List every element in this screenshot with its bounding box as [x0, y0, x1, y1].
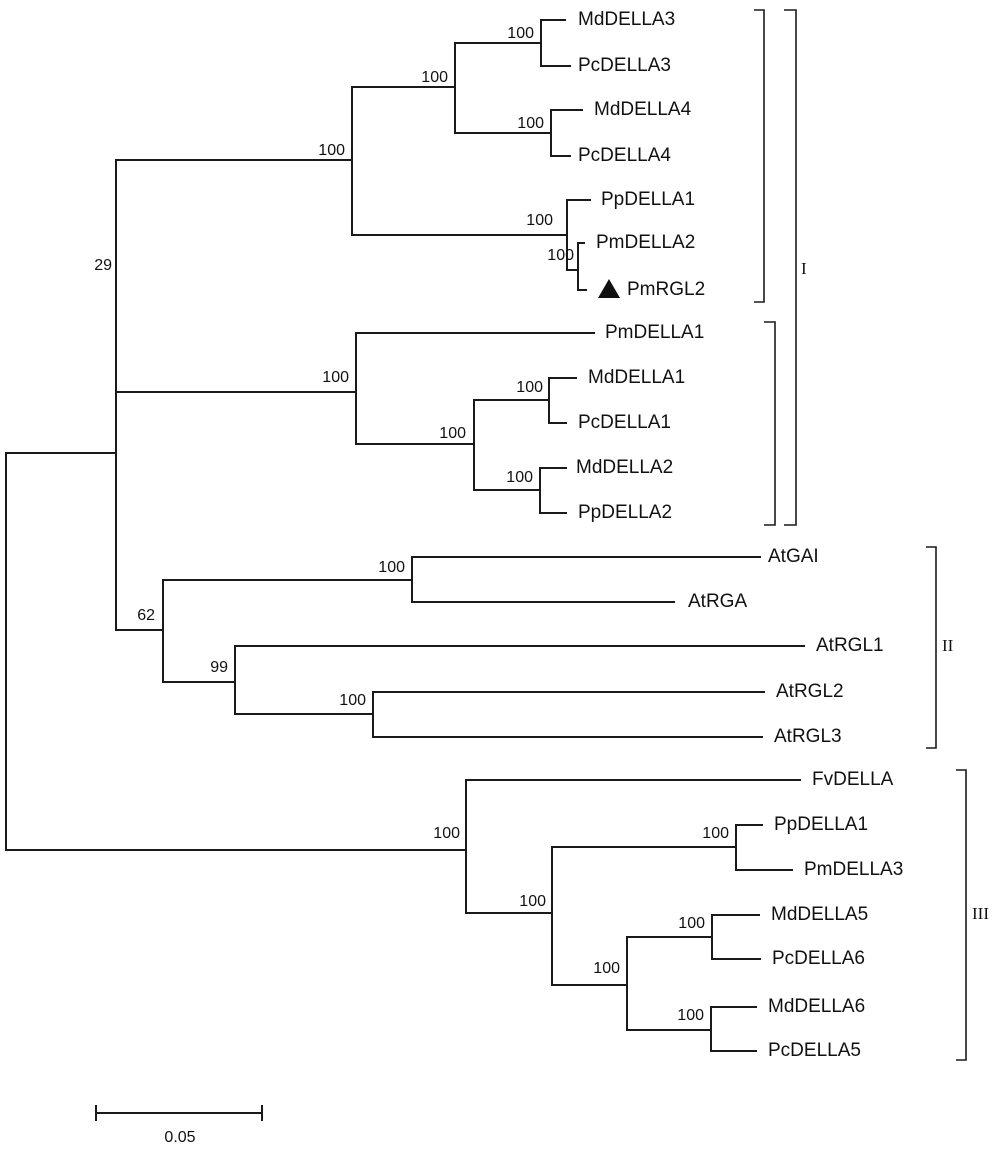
leaf-pp-della1-b: PpDELLA1 [774, 814, 868, 835]
leaf-at-gai: AtGAI [768, 546, 819, 567]
bootstrap-upper-subclade: 100 [318, 142, 345, 159]
bootstrap-md2-pp2: 100 [506, 469, 533, 486]
branch-md5-pc6 [711, 914, 761, 960]
branch-pp1-pc5 [551, 846, 737, 986]
bootstrap-gai-rga: 100 [378, 559, 405, 576]
branch-md1-pc1 [548, 377, 577, 424]
bootstrap-md4-pc4: 100 [517, 115, 544, 132]
leaf-pp-della1: PpDELLA1 [601, 189, 695, 210]
leaf-pm-rgl2: PmRGL2 [627, 279, 705, 300]
leaf-fv-della: FvDELLA [812, 769, 894, 790]
tree-branches [5, 19, 805, 1052]
branch-pp1-rgl2 [566, 199, 591, 271]
bootstrap-pp1-pm2-rgl2: 100 [526, 212, 553, 229]
bracket-upper-subclade [754, 9, 765, 303]
branch-rgl2-rgl3 [372, 691, 765, 738]
scale-bar: 0.05 [95, 1105, 263, 1146]
branch-md2-pp2 [539, 467, 567, 514]
leaf-md-della4: MdDELLA4 [594, 99, 692, 120]
bracket-lower-subclade [764, 321, 776, 526]
bootstrap-values: 100 100 100 100 100 100 29 100 100 100 1… [94, 25, 729, 1024]
bootstrap-md3-pc3: 100 [507, 25, 534, 42]
bootstrap-clade-i-root: 29 [94, 257, 112, 274]
branch-node-b [355, 332, 595, 445]
clade-label-i: I [801, 259, 807, 278]
branch-gai-rga [411, 556, 761, 603]
leaf-at-rgl3: AtRGL3 [774, 726, 842, 747]
leaf-at-rgl1: AtRGL1 [816, 635, 884, 656]
bootstrap-lower-subclade: 100 [322, 369, 349, 386]
leaf-pc-della1: PcDELLA1 [578, 412, 671, 433]
scale-bar-label: 0.05 [164, 1129, 195, 1146]
leaf-pc-della3: PcDELLA3 [578, 55, 671, 76]
branch-pp1-pm3 [735, 824, 793, 871]
leaf-md-della5: MdDELLA5 [771, 904, 868, 925]
clade-label-ii: II [942, 636, 954, 655]
leaf-pm-della1: PmDELLA1 [605, 322, 704, 343]
leaf-pc-della6: PcDELLA6 [772, 948, 865, 969]
branch-main-node [115, 159, 357, 631]
branch-md4-pc4 [550, 109, 583, 157]
bootstrap-rgl2-rgl3: 100 [339, 692, 366, 709]
bracket-group-i [784, 9, 797, 526]
branch-md3-pc4 [454, 42, 552, 134]
branch-md6-pc5 [710, 1006, 757, 1052]
bootstrap-rgl-group: 99 [210, 659, 228, 676]
branch-root [5, 452, 467, 851]
leaf-labels: MdDELLA3 PcDELLA3 MdDELLA4 PcDELLA4 PpDE… [576, 9, 903, 1061]
bootstrap-md5-pc6: 100 [678, 915, 705, 932]
leaf-md-della3: MdDELLA3 [578, 9, 675, 30]
bootstrap-at-clade: 62 [137, 607, 155, 624]
bootstrap-pp1-pc5: 100 [519, 893, 546, 910]
bootstrap-md1-pc1: 100 [516, 379, 543, 396]
branch-at-clade [162, 579, 413, 683]
branch-rgl-group [234, 645, 805, 715]
leaf-md-della6: MdDELLA6 [768, 996, 865, 1017]
triangle-marker-icon [598, 279, 620, 298]
leaf-pc-della5: PcDELLA5 [768, 1040, 861, 1061]
leaf-pc-della4: PcDELLA4 [578, 145, 671, 166]
leaf-at-rga: AtRGA [688, 591, 747, 612]
leaf-pm-della3: PmDELLA3 [804, 859, 903, 880]
bootstrap-md1-pp2: 100 [439, 425, 466, 442]
bootstrap-clade-iii: 100 [433, 825, 460, 842]
branch-node-a [351, 86, 568, 236]
scale-bar-line [95, 1105, 263, 1121]
clade-brackets [754, 9, 967, 1061]
branch-clade-iii [465, 779, 801, 914]
leaf-pm-della2: PmDELLA2 [596, 232, 695, 253]
clade-label-iii: III [972, 904, 989, 923]
branch-md3-pc3 [540, 19, 571, 67]
bootstrap-md6-pc5: 100 [677, 1007, 704, 1024]
bootstrap-pm2-rgl2: 100 [547, 247, 574, 264]
leaf-at-rgl2: AtRGL2 [776, 681, 844, 702]
leaf-md-della1: MdDELLA1 [588, 367, 685, 388]
branch-md5-pc5 [626, 936, 713, 1031]
bracket-group-ii [926, 546, 937, 749]
leaf-pp-della2: PpDELLA2 [578, 502, 672, 523]
branch-md1-pp2 [473, 399, 550, 491]
bracket-group-iii [956, 769, 967, 1061]
bootstrap-md5-pc5: 100 [593, 960, 620, 977]
bootstrap-md3-pc4: 100 [421, 69, 448, 86]
bootstrap-pp1-pm3: 100 [702, 825, 729, 842]
branch-pm2-rgl2 [577, 242, 587, 291]
leaf-md-della2: MdDELLA2 [576, 457, 673, 478]
